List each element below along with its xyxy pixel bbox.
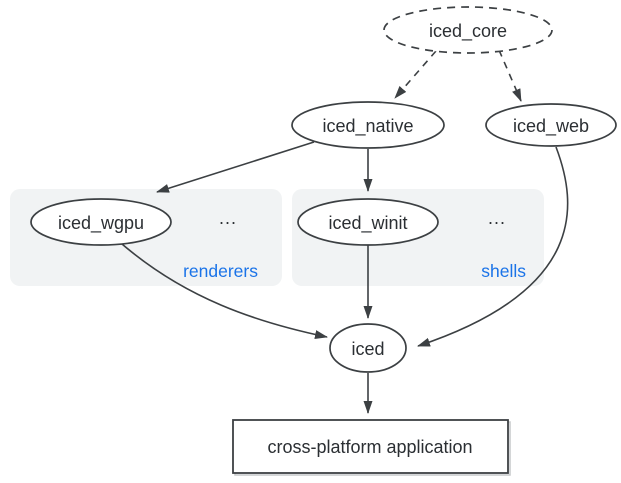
node-iced-winit-shape bbox=[297, 198, 439, 246]
node-iced-web-label: iced_web bbox=[513, 116, 589, 137]
group-shells-ellipsis: ... bbox=[488, 208, 506, 228]
node-iced-web-shape bbox=[485, 103, 617, 147]
node-app-label: cross-platform application bbox=[267, 437, 472, 457]
edge-wgpu-to-iced bbox=[121, 243, 328, 339]
edge-core-to-web bbox=[498, 49, 522, 102]
node-iced-wgpu-shape bbox=[30, 198, 172, 246]
group-renderers-label: renderers bbox=[183, 261, 258, 281]
node-iced-wgpu-label: iced_wgpu bbox=[58, 213, 144, 234]
node-iced-native-shape bbox=[291, 101, 445, 149]
edge-core-to-native bbox=[394, 50, 437, 99]
node-iced-label: iced bbox=[351, 339, 384, 359]
node-iced-core-shape bbox=[383, 6, 553, 54]
node-iced-native-label: iced_native bbox=[322, 116, 413, 137]
group-renderers-ellipsis: ... bbox=[219, 208, 237, 228]
group-shells-label: shells bbox=[481, 261, 526, 281]
node-iced-shape bbox=[329, 323, 407, 373]
node-iced-core-label: iced_core bbox=[429, 21, 507, 42]
node-iced-winit-label: iced_winit bbox=[328, 213, 407, 234]
edge-native-to-wgpu bbox=[156, 141, 315, 193]
node-app-shape bbox=[232, 419, 509, 474]
edge-web-to-iced bbox=[417, 146, 569, 347]
